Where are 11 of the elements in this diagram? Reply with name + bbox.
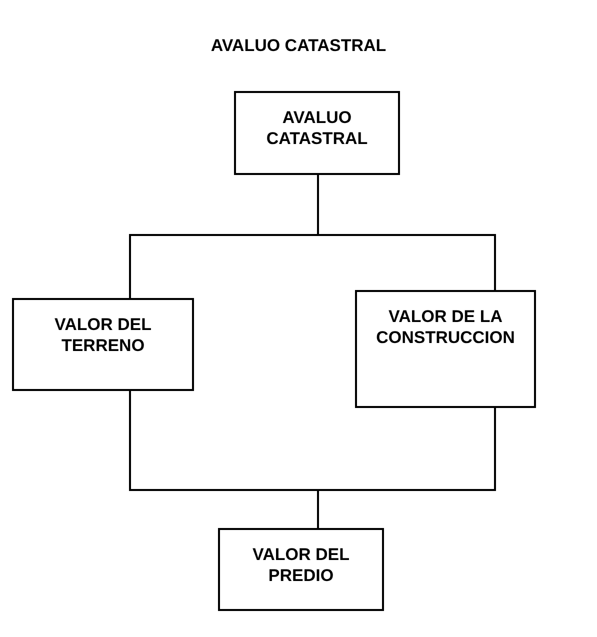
process-box [355, 290, 536, 408]
box-label: VALOR DE LA CONSTRUCCION [375, 306, 516, 348]
box-label: VALOR DEL TERRENO [54, 314, 152, 356]
connector-line [317, 408, 496, 528]
box-label: AVALUO CATASTRAL [265, 107, 369, 150]
process-box [234, 91, 400, 175]
diagram-title: AVALUO CATASTRAL [210, 36, 388, 56]
box-label: VALOR DEL PREDIO [252, 544, 350, 586]
connector-line [317, 175, 496, 290]
process-box [12, 298, 194, 391]
process-box [218, 528, 384, 611]
